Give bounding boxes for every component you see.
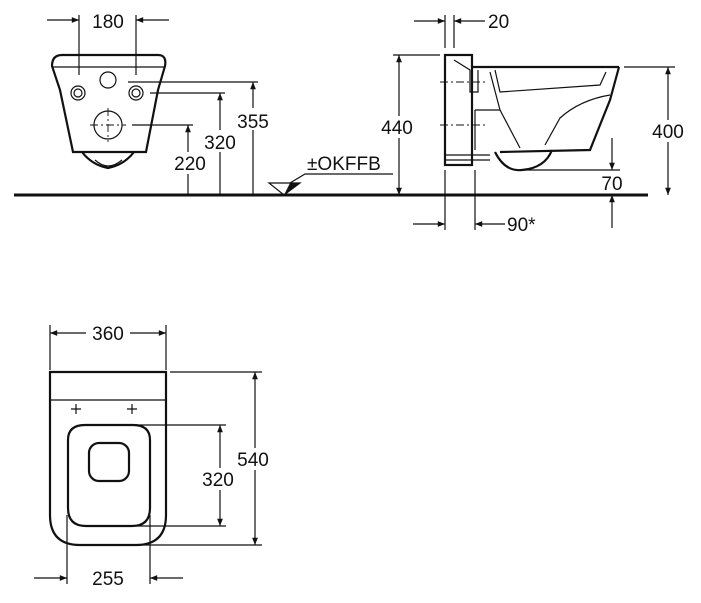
dim-70: 70 xyxy=(601,174,622,195)
dim-20: 20 xyxy=(488,12,509,33)
dim-400: 400 xyxy=(652,122,684,143)
dim-255: 255 xyxy=(92,569,124,590)
floor-label: ±OKFFB xyxy=(307,154,381,175)
dim-220: 220 xyxy=(174,154,206,175)
top-view: 360 540 320 255 xyxy=(34,322,277,590)
dim-320-front: 320 xyxy=(204,133,236,154)
floor-reference-symbol: ±OKFFB xyxy=(267,154,393,196)
dim-440: 440 xyxy=(381,118,413,139)
front-view: 180 355 320 220 xyxy=(47,12,275,195)
dim-355: 355 xyxy=(237,112,269,133)
dim-320-top: 320 xyxy=(202,470,234,491)
dim-180: 180 xyxy=(92,12,124,33)
dim-90: 90* xyxy=(507,215,536,236)
side-view: 20 440 400 70 90* xyxy=(377,12,690,236)
dim-540: 540 xyxy=(237,450,269,471)
dim-360: 360 xyxy=(92,324,124,345)
